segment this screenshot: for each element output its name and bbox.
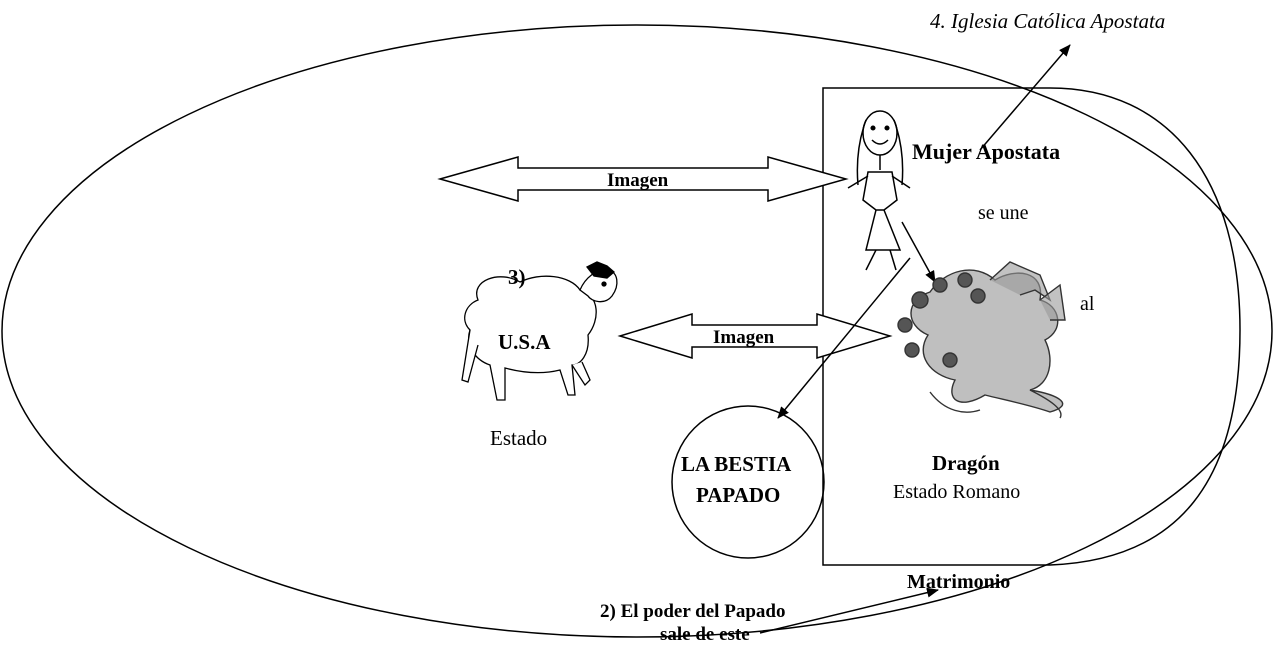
- beast-circle: [671, 405, 825, 559]
- dragon-label: Dragón: [932, 451, 1000, 475]
- woman-to-beast-arrow: [777, 257, 911, 419]
- power-label-line2: sale de este: [660, 624, 750, 642]
- joins-label: se une: [978, 202, 1029, 224]
- number-3-label: 3): [508, 265, 526, 289]
- usa-label: U.S.A: [498, 330, 551, 354]
- power-label-line1: 2) El poder del Papado: [600, 601, 785, 622]
- outer-ellipse: [1, 24, 1273, 638]
- image-double-arrow-top: [437, 156, 849, 202]
- state-label: Estado: [490, 426, 547, 450]
- beast-label-line1: LA BESTIA: [681, 452, 792, 476]
- image-label-bottom: Imagen: [713, 327, 775, 348]
- marriage-label: Matrimonio: [907, 571, 1010, 593]
- woman-label: Mujer Apostata: [912, 139, 1060, 164]
- dragon-figure: [897, 261, 1066, 419]
- lamb-figure: [461, 261, 618, 401]
- to-label: al: [1080, 293, 1095, 315]
- marriage-region: [822, 87, 1241, 566]
- beast-label-line2: PAPADO: [696, 483, 780, 507]
- image-double-arrow-bottom: [617, 312, 893, 360]
- power-arrow: [759, 587, 939, 634]
- apostate-woman-figure: [847, 110, 911, 271]
- image-label-top: Imagen: [607, 170, 669, 191]
- church-arrow: [979, 44, 1071, 151]
- church-label: 4. Iglesia Católica Apostata: [930, 9, 1165, 33]
- roman-state-label: Estado Romano: [893, 481, 1020, 503]
- woman-to-dragon-arrow: [901, 221, 936, 283]
